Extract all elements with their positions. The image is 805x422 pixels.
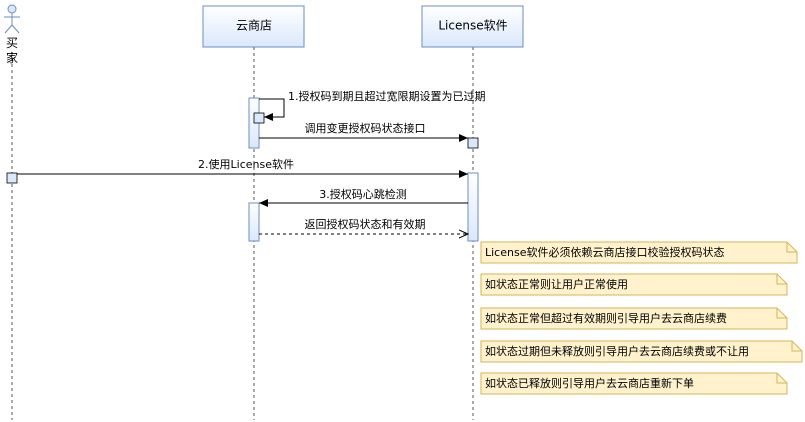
message-4: 3.授权码心跳检测 [259, 187, 468, 207]
message-1-self: 1.授权码到期且超过宽限期设置为已过期 [259, 89, 486, 121]
note-text: License软件必须依赖云商店接口校验授权码状态 [485, 245, 724, 259]
participant-label: 云商店 [236, 18, 272, 33]
note-text: 如状态过期但未释放则引导用户去云商店续费或不让用 [485, 344, 749, 358]
message-label: 返回授权码状态和有效期 [305, 217, 426, 231]
actor-name-line-2: 家 [6, 50, 18, 65]
actor-buyer: 买 家 [4, 4, 20, 65]
message-2: 调用变更授权码状态接口 [259, 121, 468, 142]
note-3: 如状态正常但超过有效期则引导用户去云商店续费 [480, 307, 788, 330]
note-1: License软件必须依赖云商店接口校验授权码状态 [480, 241, 798, 264]
activation-cloud-store-2 [248, 202, 260, 242]
message-label: 1.授权码到期且超过宽限期设置为已过期 [288, 89, 486, 103]
message-label: 调用变更授权码状态接口 [305, 121, 426, 135]
activation-license-2 [467, 172, 479, 242]
message-5-return: 返回授权码状态和有效期 [259, 217, 468, 234]
message-label: 2.使用License软件 [198, 157, 294, 171]
note-4: 如状态过期但未释放则引导用户去云商店续费或不让用 [480, 340, 803, 363]
note-text: 如状态正常则让用户正常使用 [485, 277, 628, 291]
message-3: 2.使用License软件 [17, 157, 468, 178]
participant-label: License软件 [438, 19, 507, 33]
message-label: 3.授权码心跳检测 [319, 187, 407, 201]
participant-license-software: License软件 [421, 5, 524, 48]
note-text: 如状态已释放则引导用户去云商店重新下单 [485, 376, 694, 390]
note-5: 如状态已释放则引导用户去云商店重新下单 [480, 372, 788, 395]
activation-buyer [6, 172, 18, 184]
note-2: 如状态正常则让用户正常使用 [480, 273, 788, 296]
note-text: 如状态正常但超过有效期则引导用户去云商店续费 [485, 311, 727, 325]
participant-cloud-store: 云商店 [202, 5, 305, 48]
activation-cloud-store-nested [253, 112, 265, 124]
stick-figure-icon [4, 4, 20, 34]
actor-name-line-1: 买 [6, 36, 18, 50]
activation-license-1 [467, 137, 479, 149]
